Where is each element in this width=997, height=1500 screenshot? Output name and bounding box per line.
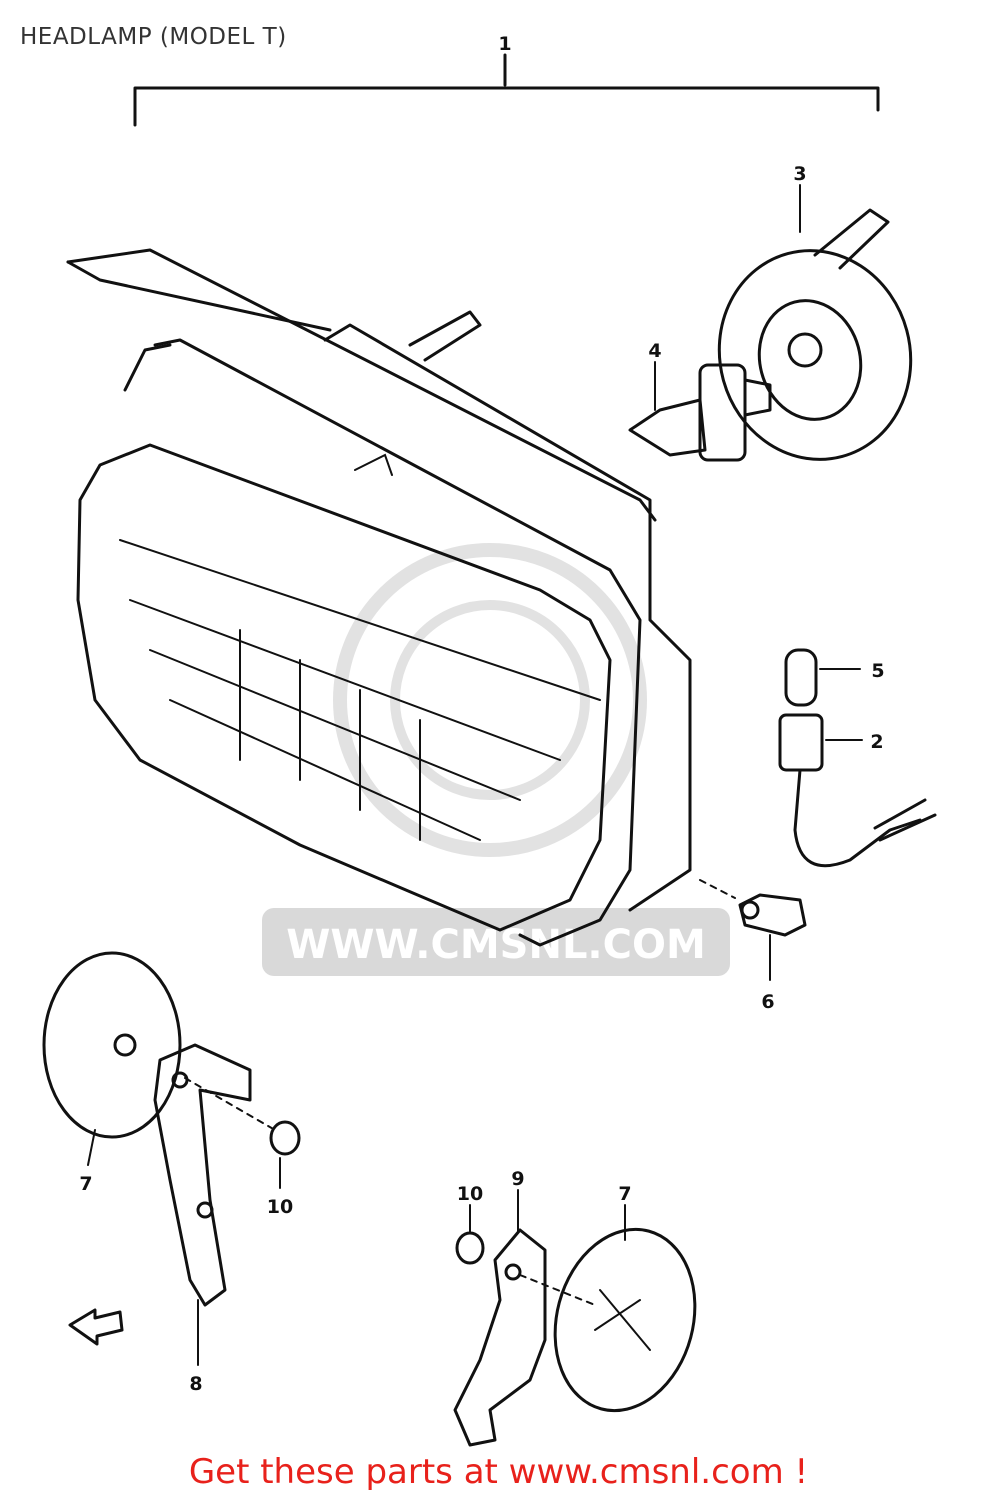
callout-4: 4	[648, 340, 661, 362]
headlamp-housing	[66, 248, 692, 947]
position-bulb	[784, 648, 818, 707]
assembly-bracket	[133, 53, 880, 127]
diagram-title: HEADLAMP (MODEL T)	[20, 24, 287, 50]
cushion-right	[553, 1227, 697, 1413]
bracket-right	[453, 1228, 596, 1447]
direction-arrow-icon	[68, 1308, 124, 1346]
bulb-cover	[717, 208, 913, 461]
callout-6: 6	[761, 991, 774, 1013]
callout-1: 1	[498, 33, 511, 55]
callout-labels: 1 2 3 4 5 6 7 7 8 9 10 10	[79, 33, 884, 1395]
nut-right	[455, 1231, 485, 1265]
footer-link[interactable]: Get these parts at www.cmsnl.com !	[188, 1452, 809, 1492]
callout-2: 2	[870, 731, 883, 753]
callout-10-right: 10	[457, 1183, 483, 1205]
callout-5: 5	[871, 660, 884, 682]
watermark: WWW.CMSNL.COM	[262, 543, 730, 976]
socket	[778, 713, 937, 868]
callout-7-left: 7	[79, 1173, 92, 1195]
callout-7-right: 7	[618, 1183, 631, 1205]
callout-9: 9	[511, 1168, 524, 1190]
bulb	[628, 363, 772, 462]
screw	[699, 879, 807, 937]
cushion-left	[42, 951, 182, 1139]
callout-10-left: 10	[267, 1196, 293, 1218]
bracket-left	[153, 1043, 276, 1307]
leader-lines	[87, 184, 863, 1366]
callout-3: 3	[793, 163, 806, 185]
nut-left	[269, 1120, 301, 1156]
callout-8: 8	[189, 1373, 202, 1395]
